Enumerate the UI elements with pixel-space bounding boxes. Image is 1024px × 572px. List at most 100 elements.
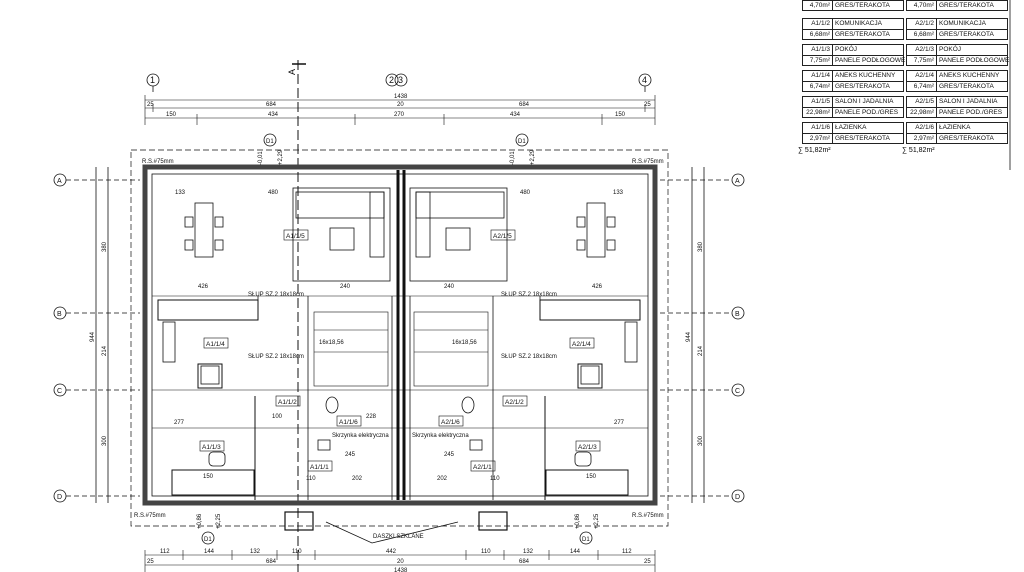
room-finish: GRES/TERAKOTA	[835, 2, 890, 9]
dim: 240	[340, 284, 351, 290]
room-finish: GRES/TERAKOTA	[939, 83, 994, 90]
door-tag: D1	[266, 139, 274, 145]
dim: 380	[698, 241, 704, 252]
dim: 277	[174, 420, 185, 426]
bottom-dimensions: 112 144 132 110 442 110 132 144 112 25 6…	[144, 549, 656, 572]
room-id: A1/1/2	[803, 19, 833, 29]
level-label: +2,25	[594, 513, 600, 529]
dim: 277	[614, 420, 625, 426]
dim: 300	[698, 435, 704, 446]
dim: 944	[90, 331, 96, 342]
room-name: SALON I JADALNIA	[939, 98, 998, 105]
section-marker: A	[287, 60, 306, 572]
rs-label: R.S.#75mm	[134, 513, 166, 519]
room-area: 6,68m²	[803, 30, 833, 40]
level-label: -0,01	[258, 151, 264, 165]
dining-tables	[184, 202, 616, 258]
axis-a-label: A	[735, 178, 740, 185]
door-tag: D1	[518, 139, 526, 145]
axis-a-label: A	[57, 178, 62, 185]
room-finish: GRES/TERAKOTA	[939, 31, 994, 38]
room-tag: A1/1/5	[286, 233, 305, 240]
column-label: SŁUP SZ.2 18x18cm	[501, 292, 557, 298]
room-finish: PANELE PODŁOGOWE	[835, 57, 906, 64]
axis-b-label: B	[57, 311, 62, 318]
axis-b-label: B	[735, 311, 740, 318]
room-tags: A1/1/5 A2/1/5 A1/1/4 A2/1/4 A1/1/2 A2/1/…	[199, 229, 601, 472]
dim: 132	[250, 549, 261, 555]
dim: 25	[147, 102, 154, 108]
dim: 300	[102, 435, 108, 446]
canopy-label: DASZKI SZKLANE	[373, 534, 424, 540]
room-id: A2/1/3	[907, 45, 937, 55]
room-tag: A1/1/2	[278, 399, 297, 406]
room-id: A1/1/3	[803, 45, 833, 55]
room-name: ŁAZIENKA	[939, 124, 971, 131]
room-finish: GRES/TERAKOTA	[835, 135, 890, 142]
dim: 426	[592, 284, 603, 290]
room-finish: GRES/TERAKOTA	[835, 83, 890, 90]
room-tag: A1/1/6	[339, 419, 358, 426]
room-name: KOMUNIKACJA	[835, 20, 882, 27]
dim: 270	[394, 112, 405, 118]
dim: 426	[198, 284, 209, 290]
dim: 20	[397, 559, 404, 565]
room-name: ANEKS KUCHENNY	[939, 72, 1000, 79]
room-tag: A1/1/4	[206, 341, 225, 348]
room-id: A1/1/6	[803, 123, 833, 133]
room-id: A2/1/5	[907, 97, 937, 107]
room-id: A2/1/4	[907, 71, 937, 81]
entry-level-markers: D1 D1 D1 D1 -0,01 +2,29 -0,01 +2,29 +0,8…	[197, 133, 600, 545]
dim: 442	[386, 549, 397, 555]
dim: 434	[510, 112, 521, 118]
dim: 480	[268, 190, 279, 196]
room-tag: A2/1/5	[493, 233, 512, 240]
dim: 245	[345, 452, 356, 458]
dim: 240	[444, 284, 455, 290]
sofas	[295, 191, 505, 258]
room-finish: GRES/TERAKOTA	[939, 135, 994, 142]
room-finish: GRES/TERAKOTA	[835, 31, 890, 38]
stairs-label: 16x18,56	[452, 340, 477, 346]
dim: 20	[397, 102, 404, 108]
dim: 25	[147, 559, 154, 565]
dim: 133	[613, 190, 624, 196]
site-boundary	[130, 149, 669, 527]
room-id: A2/1/2	[907, 19, 937, 29]
room-tag: A2/1/1	[473, 464, 492, 471]
room-name: ŁAZIENKA	[835, 124, 867, 131]
stoves	[162, 321, 638, 385]
room-tag: A2/1/6	[441, 419, 460, 426]
level-label: +0,86	[197, 513, 203, 529]
room-tag: A1/1/3	[202, 444, 221, 451]
dim: 150	[203, 474, 214, 480]
door-tag: D1	[204, 537, 212, 543]
room-name: POKÓJ	[835, 46, 858, 53]
level-label: +2,25	[216, 513, 222, 529]
dim: 150	[166, 112, 177, 118]
dim: 25	[644, 102, 651, 108]
room-name: POKÓJ	[939, 46, 962, 53]
level-label: -0,01	[510, 151, 516, 165]
dim: 228	[366, 414, 377, 420]
dim: 110	[490, 476, 500, 482]
axis-d-label: D	[735, 494, 740, 501]
dim: 214	[102, 345, 108, 356]
column-axes: 1 2 3 4	[146, 73, 652, 92]
column-label: SŁUP SZ.2 18x18cm	[501, 354, 557, 360]
axis-c-label: C	[57, 388, 62, 395]
dim: 202	[352, 476, 363, 482]
dim: 214	[698, 345, 704, 356]
top-dimensions: 1438 25 684 20 684 25 150 434 270 434 15…	[144, 94, 656, 125]
axis-4-label: 4	[642, 75, 647, 85]
rs-label: R.S.#75mm	[632, 159, 664, 165]
dim: 150	[615, 112, 626, 118]
dim: 112	[160, 549, 170, 555]
